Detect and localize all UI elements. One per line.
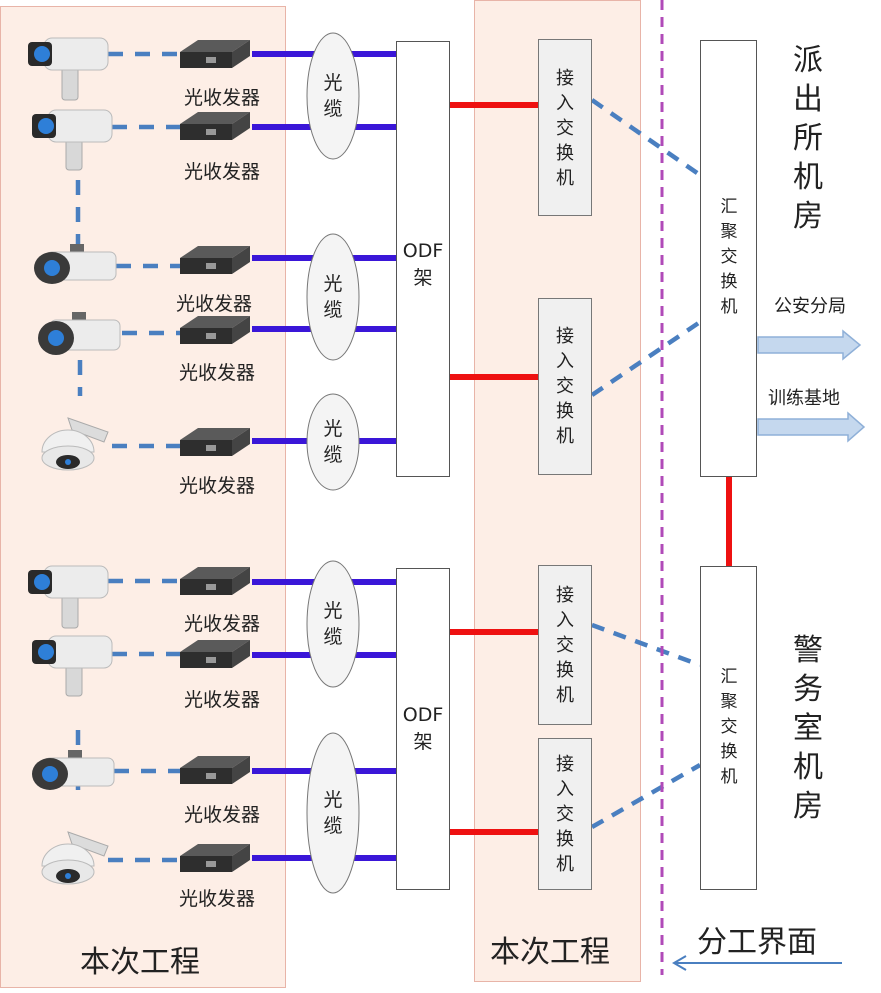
arrow-right-icon — [757, 329, 866, 443]
access-switch-label: 接入交换机 — [556, 325, 574, 447]
destination-label-training-base: 训练基地 — [768, 388, 840, 409]
transceiver-label: 光收发器 — [176, 293, 253, 315]
bullet-camera-icon — [38, 312, 121, 355]
access-switch-3 — [538, 565, 592, 725]
camera-3 — [26, 240, 118, 292]
media-converter-icon — [180, 40, 250, 68]
camera-7 — [30, 630, 120, 700]
copper-lines — [450, 102, 732, 835]
transceiver-label: 光收发器 — [179, 888, 256, 910]
transceiver-label: 光收发器 — [184, 689, 261, 711]
room-label-police-post: 警务室机房 — [793, 632, 823, 824]
boundary-label: 分工界面 — [697, 925, 817, 960]
media-converter-icon — [180, 640, 250, 668]
dome-camera-icon — [41, 831, 109, 885]
transceiver-label: 光收发器 — [184, 804, 261, 826]
odf-label: ODF架 — [402, 704, 444, 753]
access-switch-label: 接入交换机 — [556, 584, 574, 706]
odf-rack-top — [396, 41, 450, 477]
media-converter-icon — [180, 428, 250, 456]
access-switch-label: 接入交换机 — [556, 753, 574, 875]
media-converter-icon — [180, 567, 250, 595]
bullet-camera-icon — [28, 37, 109, 101]
camera-8 — [24, 746, 116, 798]
camera-1 — [24, 30, 114, 104]
aggregation-switch-label: 汇聚交换机 — [720, 196, 738, 317]
transceiver-label: 光收发器 — [184, 613, 261, 635]
cable-label: 光缆 — [323, 600, 343, 648]
bullet-camera-icon — [32, 750, 115, 790]
destination-label-bureau: 公安分局 — [774, 296, 846, 317]
cable-ellipses — [306, 32, 360, 894]
uplink-lines — [590, 98, 702, 829]
bullet-camera-icon — [32, 635, 113, 697]
camera-2 — [30, 104, 120, 174]
camera-9 — [38, 826, 118, 890]
transceiver-label: 光收发器 — [179, 362, 256, 384]
cable-label: 光缆 — [323, 72, 343, 120]
bullet-camera-icon — [28, 565, 109, 629]
aggregation-switch-top — [700, 40, 757, 477]
transceiver-label: 光收发器 — [184, 161, 261, 183]
access-switch-1 — [538, 39, 592, 216]
fiber-lines — [252, 51, 396, 861]
transceiver-label: 光收发器 — [184, 87, 261, 109]
scope-label-middle: 本次工程 — [490, 935, 610, 970]
scope-panel-left — [0, 6, 286, 988]
odf-label: ODF架 — [402, 240, 444, 289]
aggregation-switch-bottom — [700, 566, 757, 890]
access-switch-label: 接入交换机 — [556, 67, 574, 189]
dome-camera-icon — [41, 417, 109, 471]
camera-6 — [24, 558, 114, 632]
room-label-police-station: 派出所机房 — [793, 42, 823, 234]
cable-label: 光缆 — [323, 789, 343, 837]
media-converter-icon — [180, 112, 250, 140]
media-converter-icon — [180, 246, 250, 274]
transceiver-label: 光收发器 — [179, 475, 256, 497]
media-converter-icon — [180, 844, 250, 872]
camera-4 — [32, 310, 124, 364]
camera-link-lines — [75, 51, 180, 863]
access-switch-2 — [538, 298, 592, 475]
odf-rack-bottom — [396, 568, 450, 890]
camera-5 — [38, 412, 118, 476]
media-converter-icon — [180, 316, 250, 344]
scope-label-left: 本次工程 — [80, 945, 200, 980]
cable-label: 光缆 — [323, 418, 343, 466]
bullet-camera-icon — [32, 109, 113, 171]
media-converter-icon — [180, 756, 250, 784]
access-switch-4 — [538, 738, 592, 890]
cable-label: 光缆 — [323, 273, 343, 321]
aggregation-switch-label: 汇聚交换机 — [720, 666, 738, 787]
bullet-camera-icon — [34, 244, 117, 284]
arrow-left-icon — [672, 955, 842, 971]
